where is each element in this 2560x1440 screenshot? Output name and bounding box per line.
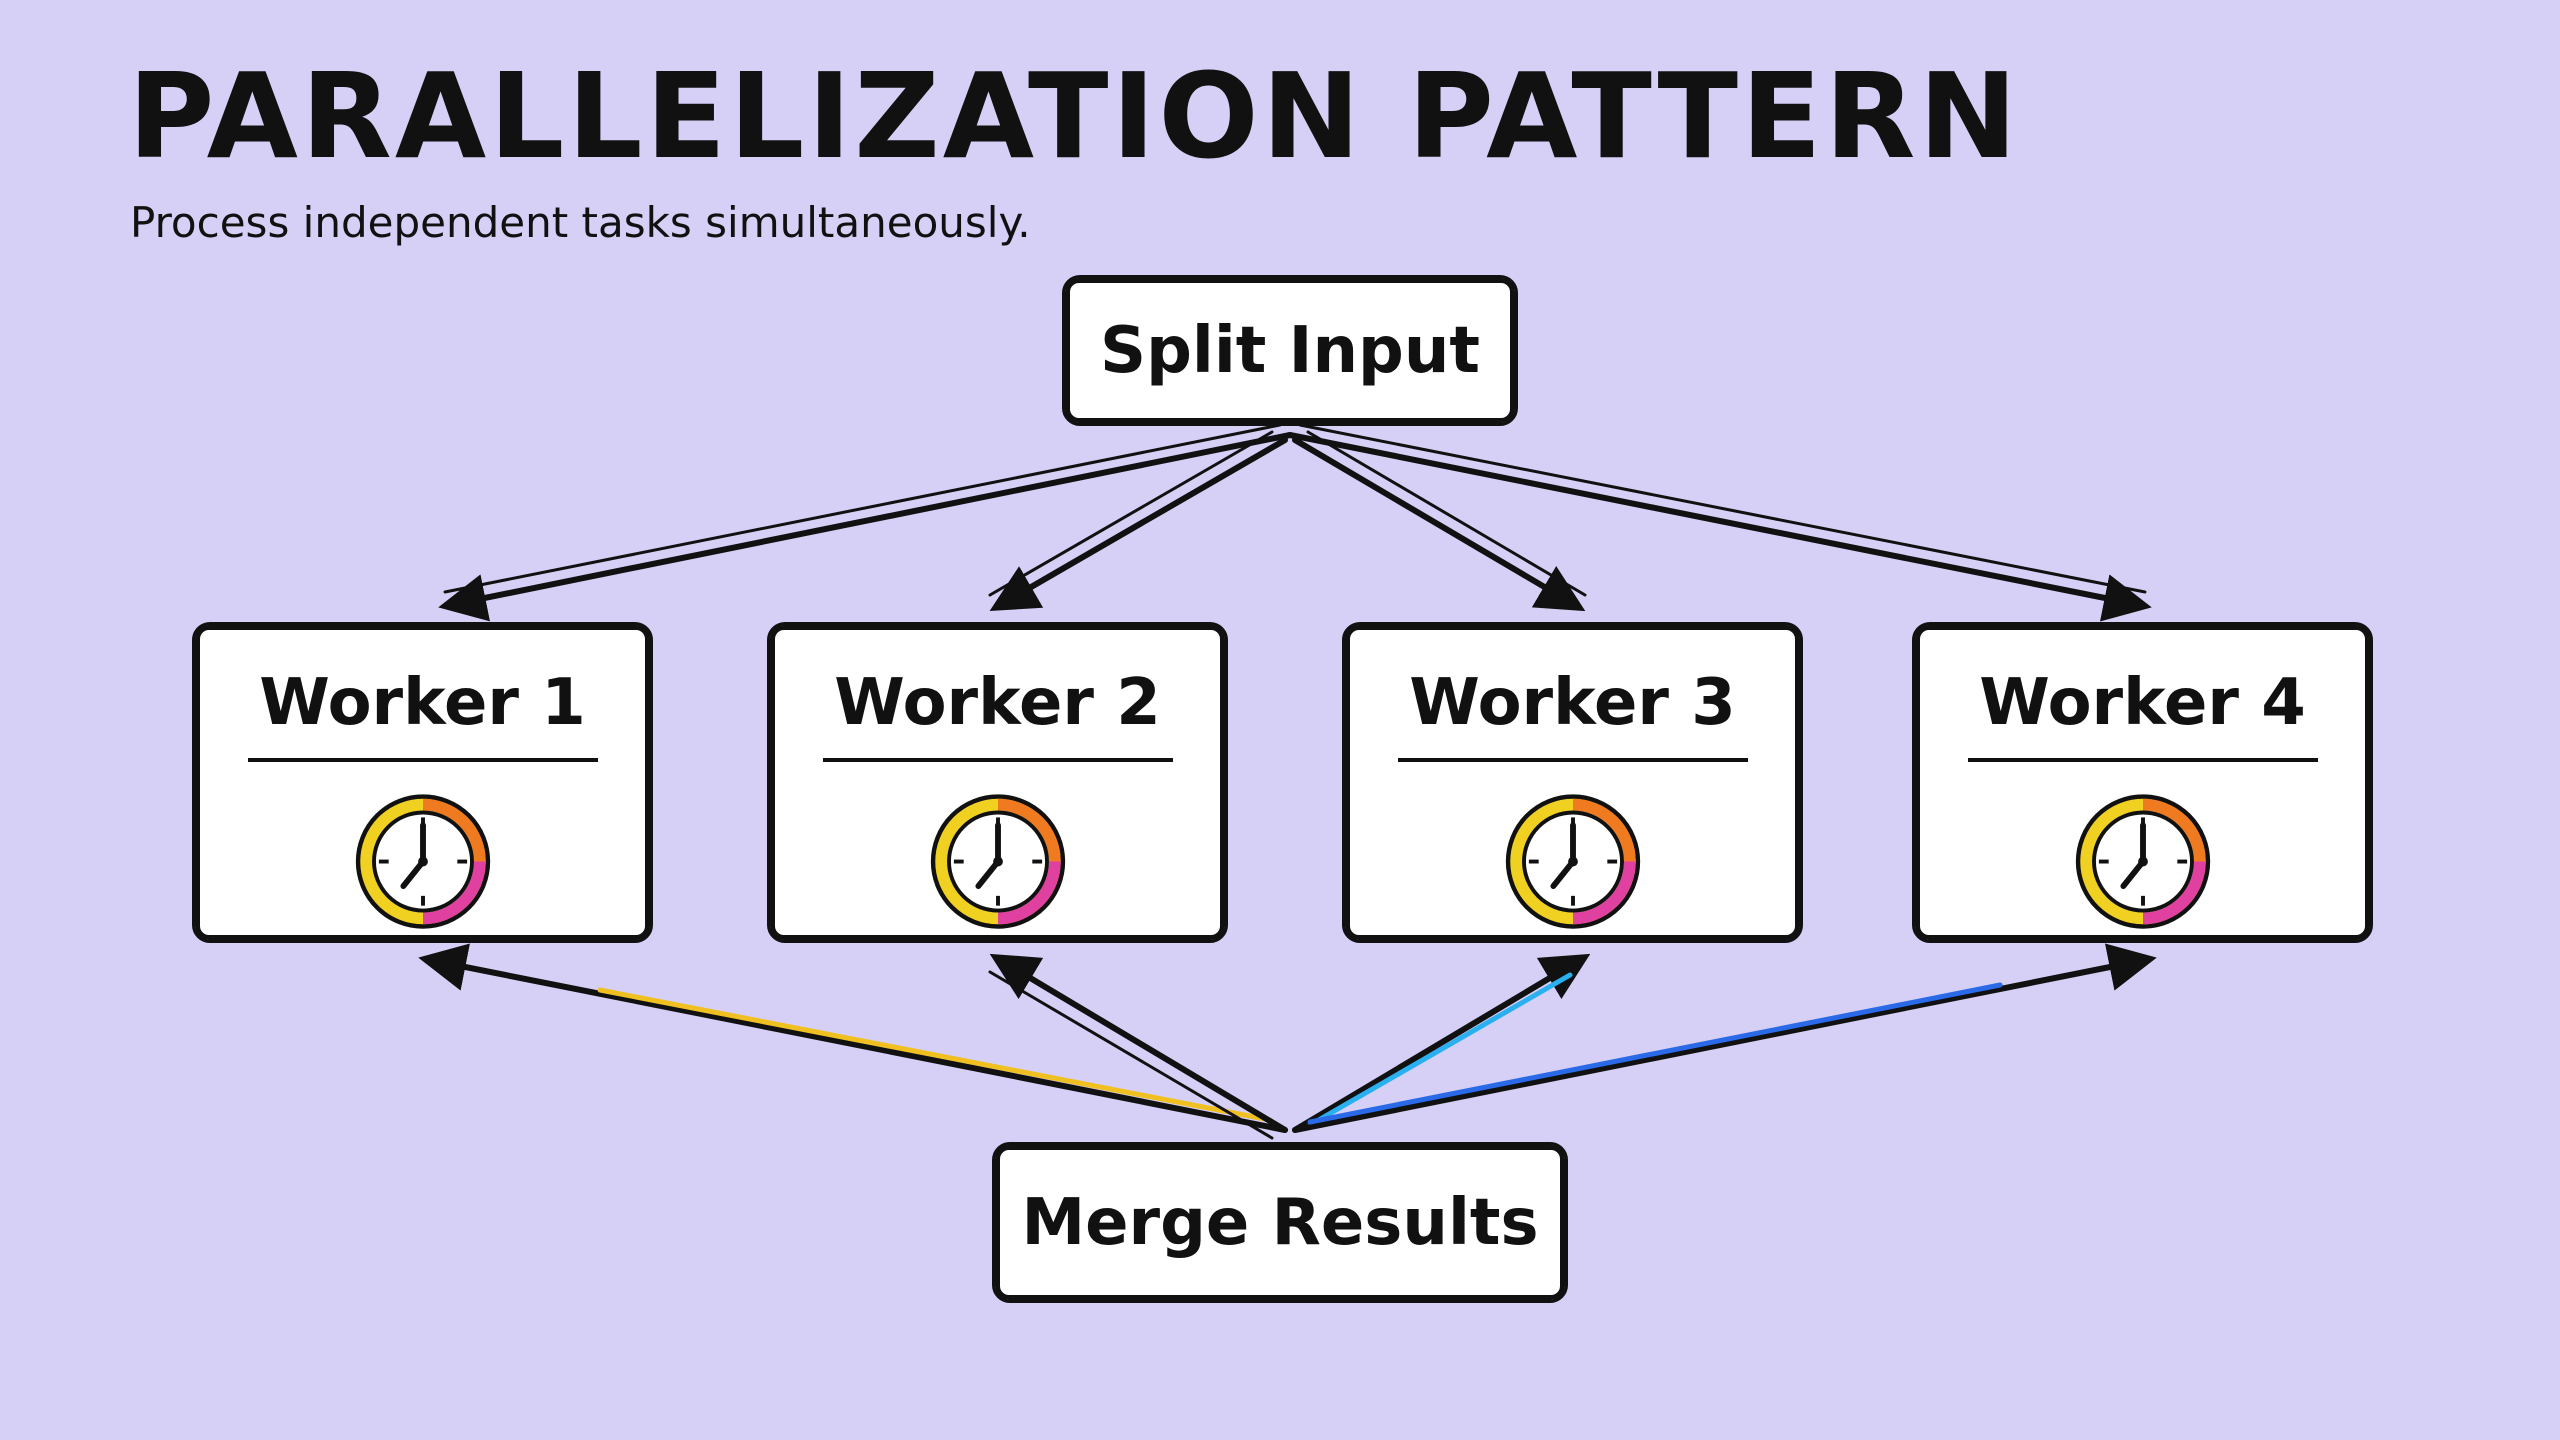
merge-results-label: Merge Results	[1021, 1185, 1539, 1260]
split-input-node[interactable]: Split Input	[1062, 275, 1518, 426]
merge-results-node[interactable]: Merge Results	[992, 1142, 1568, 1303]
arrow-merge-worker-3	[1292, 953, 1591, 1133]
merge-connectors	[418, 943, 2157, 1140]
arrow-split-worker-2	[989, 437, 1288, 612]
arrow-split-worker-3	[1292, 437, 1586, 612]
worker-4-divider	[1967, 758, 2318, 762]
worker-2-divider	[822, 758, 1173, 762]
worker-1-label: Worker 1	[259, 666, 586, 740]
arrow-merge-worker-2	[989, 953, 1288, 1133]
clock-icon	[355, 794, 490, 929]
diagram-title: PARALLELIZATION PATTERN	[128, 47, 2021, 185]
worker-2-label: Worker 2	[834, 666, 1161, 740]
worker-4-label: Worker 4	[1979, 666, 2306, 740]
arrow-merge-worker-2-double	[988, 970, 1274, 1140]
arrow-split-worker-4	[1287, 432, 2152, 622]
worker-3-label: Worker 3	[1409, 666, 1736, 740]
arrow-merge-worker-1-color	[597, 987, 1273, 1123]
arrow-split-worker-1-double	[443, 423, 1282, 594]
arrow-split-worker-1	[438, 432, 1293, 622]
arrow-split-worker-4-double	[1298, 423, 2147, 594]
clock-icon	[930, 794, 1065, 929]
diagram-subtitle: Process independent tasks simultaneously…	[130, 198, 1031, 247]
arrow-split-worker-2-double	[988, 430, 1274, 597]
arrow-split-worker-3-double	[1306, 430, 1587, 597]
split-input-label: Split Input	[1100, 313, 1480, 388]
worker-3-divider	[1397, 758, 1748, 762]
arrow-merge-worker-4	[1292, 943, 2157, 1133]
arrow-merge-worker-1	[418, 943, 1288, 1133]
arrow-merge-worker-4-color	[1307, 982, 2003, 1125]
worker-node-1[interactable]: Worker 1	[192, 622, 653, 943]
worker-node-3[interactable]: Worker 3	[1342, 622, 1803, 943]
worker-node-4[interactable]: Worker 4	[1912, 622, 2373, 943]
clock-icon	[1505, 794, 1640, 929]
worker-1-divider	[247, 758, 598, 762]
clock-icon	[2075, 794, 2210, 929]
split-connectors	[438, 423, 2152, 622]
arrow-merge-worker-3-color	[1307, 972, 1573, 1128]
worker-node-2[interactable]: Worker 2	[767, 622, 1228, 943]
